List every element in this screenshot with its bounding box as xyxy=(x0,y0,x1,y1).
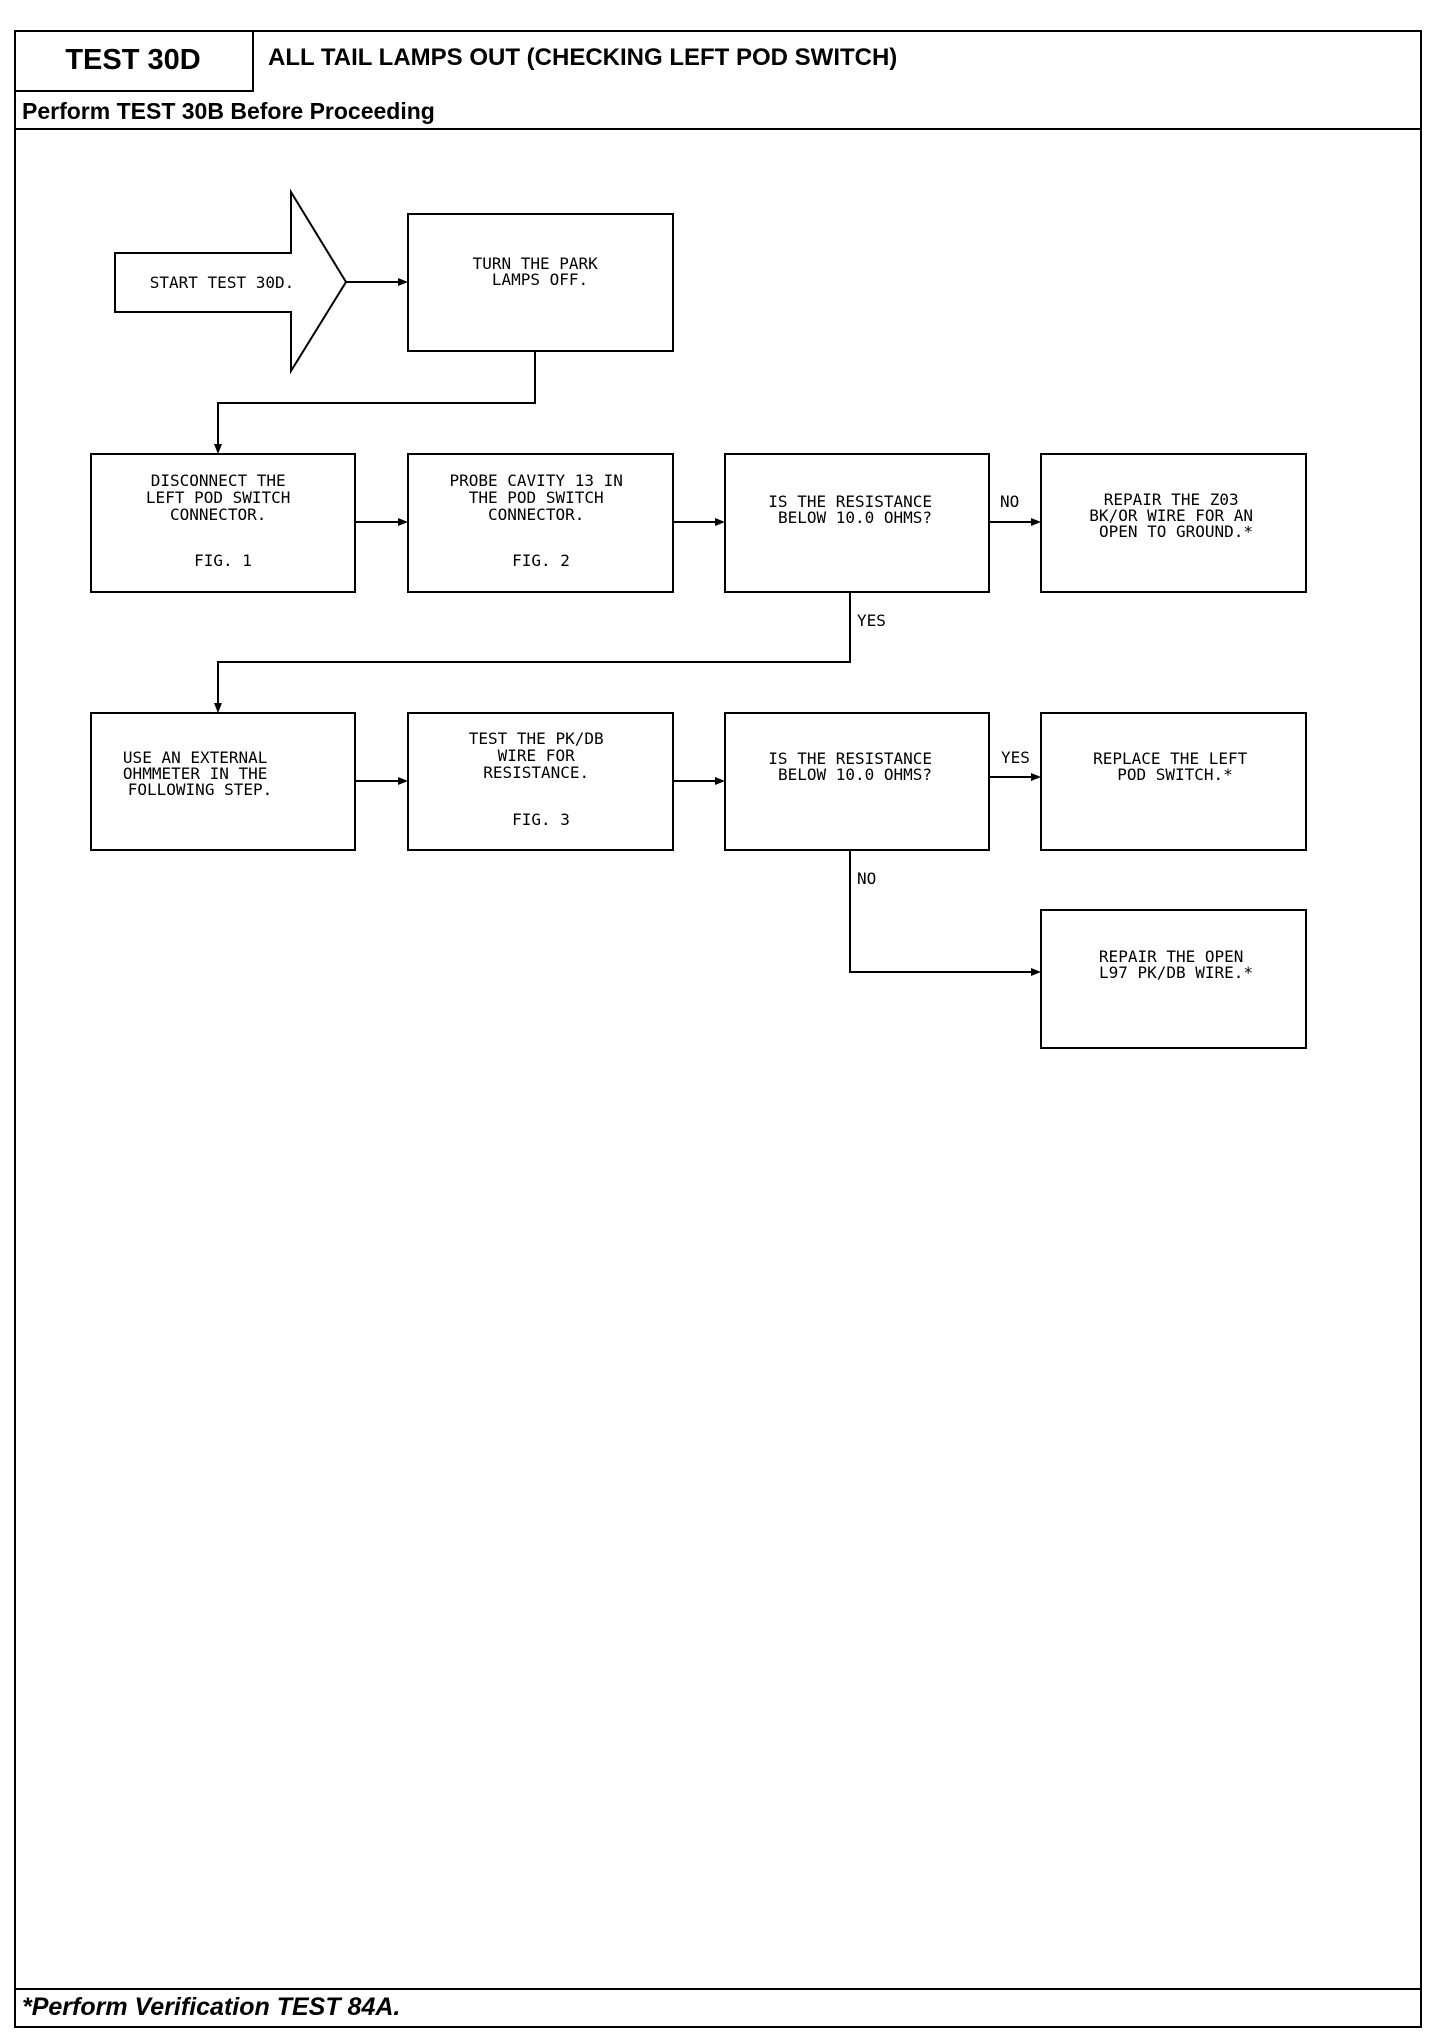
verification-footnote: *Perform Verification TEST 84A. xyxy=(22,1993,401,2021)
test-to-check2-arrowhead xyxy=(715,777,725,785)
disconnect-pod-switch-label: DISCONNECT THE LEFT POD SWITCH CONNECTOR… xyxy=(146,471,300,570)
park-to-disconnect-connector xyxy=(217,351,536,444)
start-label: START TEST 30D. xyxy=(150,273,295,292)
header-divider xyxy=(14,128,1422,130)
repair-l97-label: REPAIR THE OPEN L97 PK/DB WIRE.* xyxy=(1099,947,1253,982)
probe-cavity-13-box xyxy=(407,453,674,593)
resistance-check-1-label: IS THE RESISTANCE BELOW 10.0 OHMS? xyxy=(768,492,941,527)
repair-l97-box xyxy=(1040,909,1307,1049)
check1-yes-arrowhead xyxy=(214,703,222,713)
page-frame xyxy=(14,30,1422,2028)
resistance-check-1-box xyxy=(724,453,990,593)
test-id: TEST 30D xyxy=(14,30,254,92)
check1-no-arrowhead xyxy=(1031,518,1041,526)
start-to-park-arrowhead xyxy=(398,278,408,286)
replace-pod-switch-label: REPLACE THE LEFT POD SWITCH.* xyxy=(1093,749,1257,784)
check1-no-label: NO xyxy=(1000,492,1019,511)
repair-z03-label: REPAIR THE Z03 BK/OR WIRE FOR AN OPEN TO… xyxy=(1089,490,1262,541)
check2-no-connector xyxy=(849,850,1031,973)
start-arrow-shape xyxy=(114,188,348,375)
check2-yes-label: YES xyxy=(1001,748,1030,767)
test-pk-db-wire-label: TEST THE PK/DB WIRE FOR RESISTANCE. FIG.… xyxy=(469,729,614,829)
park-lamps-off-box xyxy=(407,213,674,352)
check2-yes-arrowhead xyxy=(1031,773,1041,781)
resistance-check-2-box xyxy=(724,712,990,851)
resistance-check-2-label: IS THE RESISTANCE BELOW 10.0 OHMS? xyxy=(768,749,941,784)
park-to-disconnect-arrowhead xyxy=(214,444,222,454)
external-ohmmeter-label: USE AN EXTERNAL OHMMETER IN THE FOLLOWIN… xyxy=(123,748,277,799)
park-lamps-off-label: TURN THE PARK LAMPS OFF. xyxy=(473,254,608,289)
footer-divider xyxy=(14,1988,1422,1990)
check2-no-label: NO xyxy=(857,869,876,888)
probe-to-check1-arrowhead xyxy=(715,518,725,526)
test-pk-db-wire-box xyxy=(407,712,674,851)
ohmmeter-to-test-arrowhead xyxy=(398,777,408,785)
check2-no-arrowhead xyxy=(1031,968,1041,976)
prerequisite-note: Perform TEST 30B Before Proceeding xyxy=(22,98,435,124)
probe-cavity-13-label: PROBE CAVITY 13 IN THE POD SWITCH CONNEC… xyxy=(449,471,632,570)
disconnect-pod-switch-box xyxy=(90,453,356,593)
check1-yes-connector xyxy=(217,592,851,703)
test-title: ALL TAIL LAMPS OUT (CHECKING LEFT POD SW… xyxy=(268,44,898,71)
replace-pod-switch-box xyxy=(1040,712,1307,851)
check1-yes-label: YES xyxy=(857,611,886,630)
repair-z03-box xyxy=(1040,453,1307,593)
disconnect-to-probe-arrowhead xyxy=(398,518,408,526)
